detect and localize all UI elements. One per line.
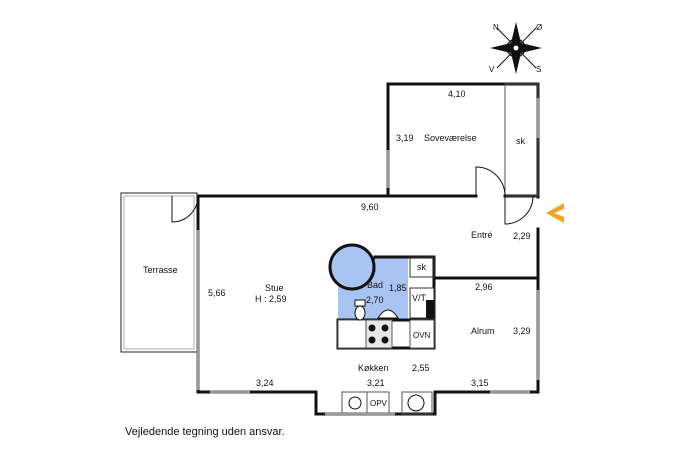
dim-2-29: 2,29 — [513, 231, 531, 241]
dim-9-60: 9,60 — [361, 202, 379, 212]
dim-2-70: 2,70 — [366, 295, 384, 305]
room-alrum: Alrum — [471, 326, 495, 336]
room-ovn: OVN — [413, 331, 431, 340]
toilet-icon — [354, 299, 366, 321]
room-stue-height: H : 2,59 — [255, 294, 287, 304]
compass-rose-icon — [490, 22, 542, 74]
room-stue: Stue — [265, 283, 284, 293]
dim-3-24: 3,24 — [256, 378, 274, 388]
room-sk-1: sk — [516, 136, 526, 146]
room-kokken: Køkken — [358, 363, 389, 373]
room-terrasse: Terrasse — [143, 265, 178, 275]
doors — [171, 166, 534, 273]
dim-5-66: 5,66 — [208, 288, 226, 298]
room-opv: OPV — [370, 399, 388, 408]
sink-icon — [377, 309, 399, 319]
compass-o: Ø — [536, 23, 542, 32]
dim-3-29: 3,29 — [513, 326, 531, 336]
compass-v: V — [489, 65, 495, 74]
room-bad: Bad — [367, 280, 383, 290]
room-sk-2: sk — [417, 262, 427, 272]
dim-3-19: 3,19 — [396, 133, 414, 143]
windows — [196, 98, 540, 416]
room-sovevaerelse: Soveværelse — [424, 133, 477, 143]
room-entre: Entré — [471, 230, 493, 240]
dim-4-10: 4,10 — [448, 89, 466, 99]
compass-n: N — [493, 23, 499, 32]
room-vt: V/T — [412, 293, 427, 303]
entrance-arrow-icon — [546, 203, 564, 223]
compass-s: S — [536, 65, 541, 74]
kitchen-counter — [336, 318, 436, 415]
dim-1-85: 1,85 — [389, 283, 407, 293]
bathroom-area — [328, 243, 408, 320]
dim-3-15: 3,15 — [471, 378, 489, 388]
dim-3-21: 3,21 — [367, 378, 385, 388]
dim-2-55: 2,55 — [412, 363, 430, 373]
dim-2-96: 2,96 — [475, 282, 493, 292]
disclaimer-caption: Vejledende tegning uden ansvar. — [125, 426, 285, 438]
